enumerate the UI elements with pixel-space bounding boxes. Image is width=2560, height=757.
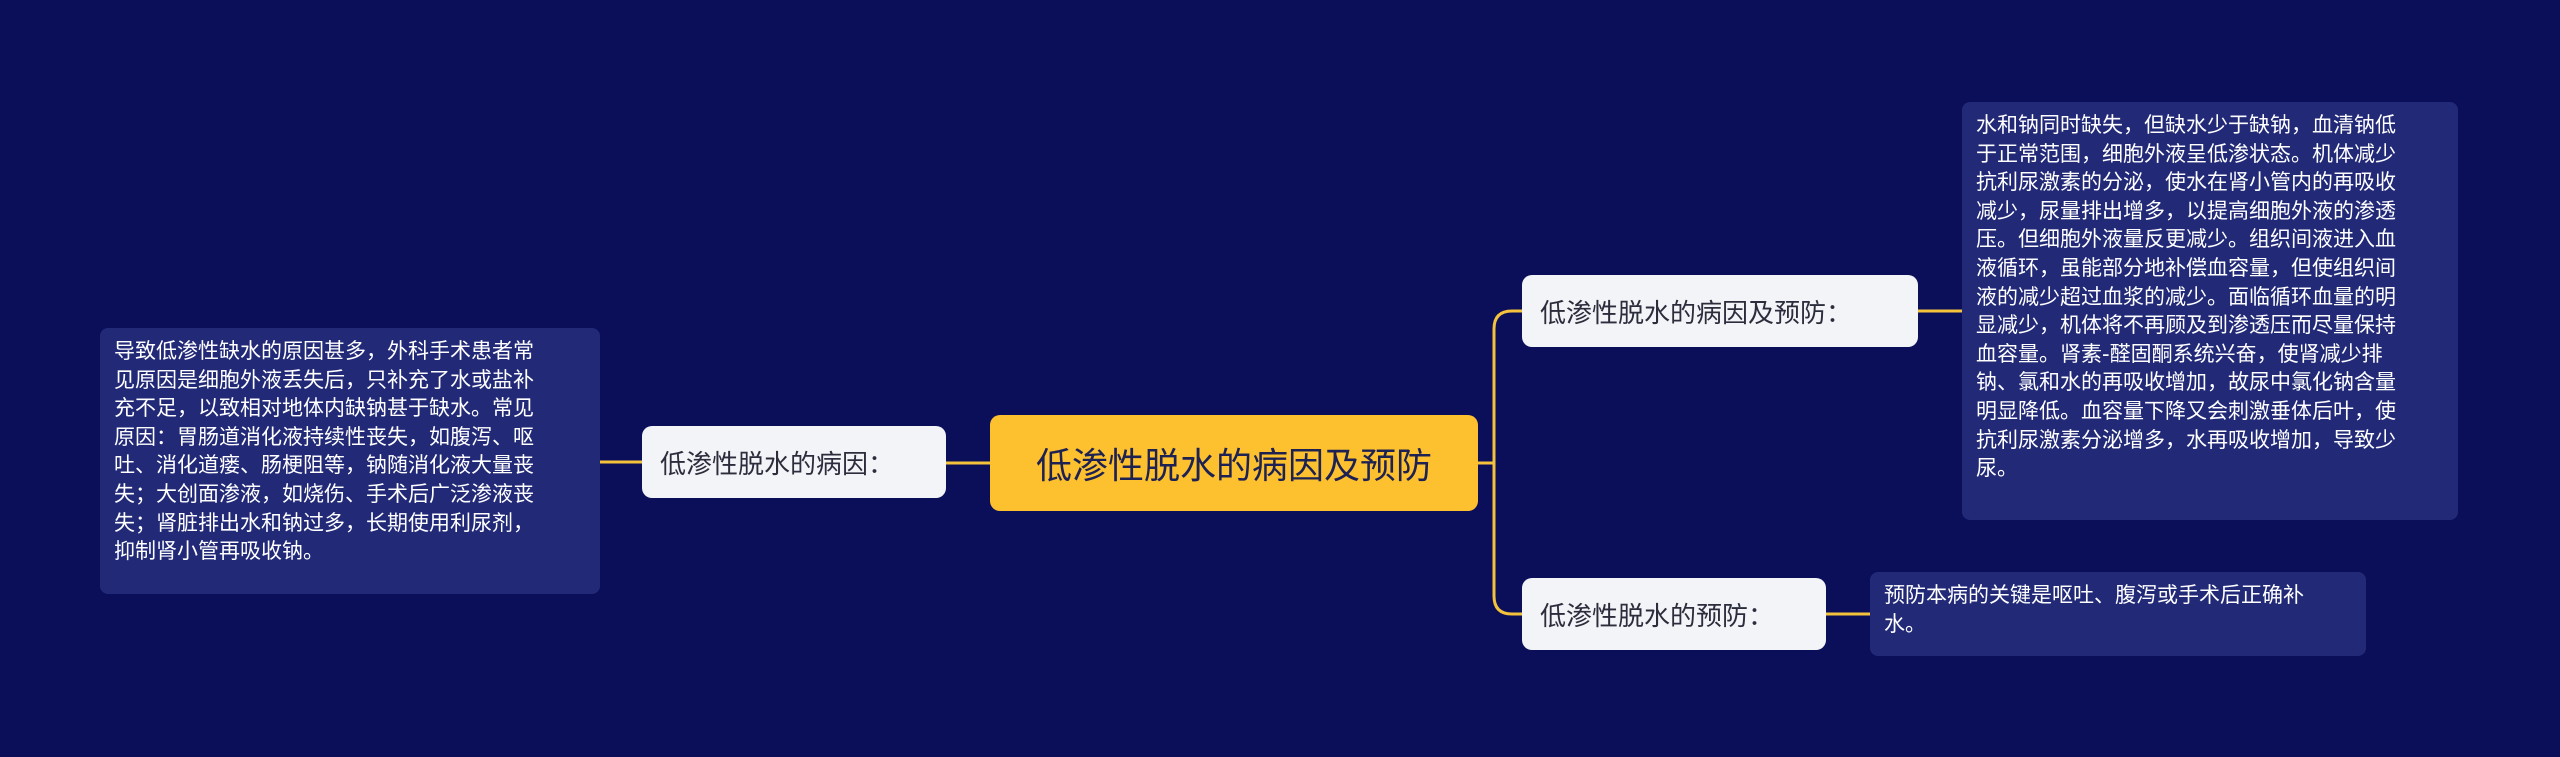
branch-cause-label: 低渗性脱水的病因： [660,449,895,480]
branch-prevention[interactable]: 低渗性脱水的预防： [1522,578,1826,650]
branch-cause-and-prevention-label: 低渗性脱水的病因及预防： [1540,298,1853,329]
root-topic-label: 低渗性脱水的病因及预防 [1035,446,1432,487]
branch-cause[interactable]: 低渗性脱水的病因： [642,426,946,498]
root-topic[interactable]: 低渗性脱水的病因及预防 [990,415,1478,511]
leaf-prevention-detail[interactable]: 预防本病的关键是呕吐、腹泻或手术后正确补 水。 [1870,572,2366,656]
leaf-cause-and-prevention-detail[interactable]: 水和钠同时缺失，但缺水少于缺钠，血清钠低 于正常范围，细胞外液呈低渗状态。机体减… [1962,102,2458,520]
connector-right-trunk [1492,309,1522,616]
leaf-cause-detail[interactable]: 导致低渗性缺水的原因甚多，外科手术患者常 见原因是细胞外液丢失后，只补充了水或盐… [100,328,600,594]
branch-cause-and-prevention[interactable]: 低渗性脱水的病因及预防： [1522,275,1918,347]
branch-prevention-label: 低渗性脱水的预防： [1540,601,1775,632]
